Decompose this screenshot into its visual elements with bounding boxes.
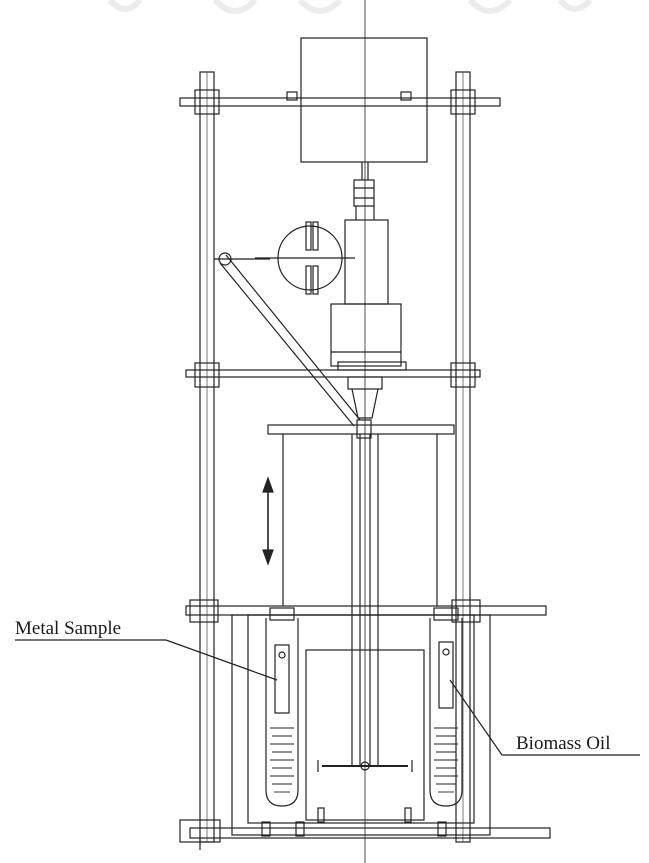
rotary-disc [255,221,355,295]
lifting-frame [282,434,438,606]
top-plate [179,89,501,115]
link-arm [214,252,361,427]
metal-sample-label: Metal Sample [15,618,121,639]
stirrer-blade [317,760,413,772]
right-test-tube [429,607,463,807]
left-oil-liquid [270,727,294,793]
biomass-oil-label: Biomass Oil [516,733,610,754]
stirring-shaft [351,434,379,765]
watermark [107,0,593,14]
motor-box [300,37,428,163]
right-support-rod [455,71,471,843]
bottom-base [179,819,551,850]
inner-beaker [305,649,425,821]
lower-housing [330,303,402,367]
left-support-rod [199,71,215,843]
upper-cylinder [344,219,389,305]
shaft-coupling [353,162,375,207]
shaft-hub [347,376,383,419]
right-oil-liquid [434,727,458,793]
outer-tank [231,614,491,836]
vertical-motion-arrow [262,476,274,566]
tank-feet [261,807,447,837]
leader-lines [15,639,640,756]
upper-crossbar [267,424,455,435]
middle-plate [185,361,481,388]
base-plate [185,599,547,623]
